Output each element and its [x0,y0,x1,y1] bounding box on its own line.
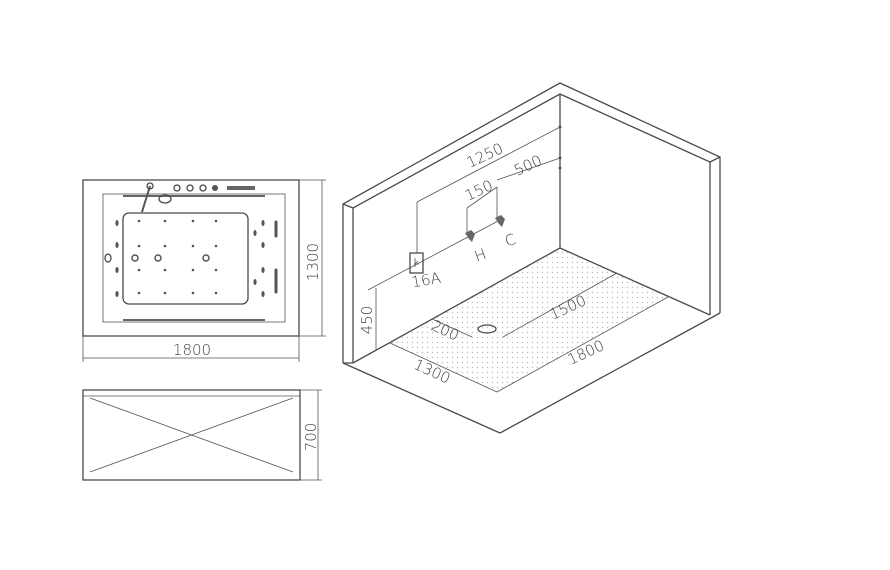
control-panel [227,186,255,190]
jet [191,291,195,295]
socket-label: 16A [410,269,442,292]
cold-water-valve-icon [495,215,505,227]
jet [137,219,141,223]
control-knob [199,184,207,192]
hand-shower-icon [158,194,172,204]
control-knob [186,184,194,192]
side-jet [261,291,265,297]
side-jet [261,220,265,226]
jet [214,244,218,248]
jet [191,244,195,248]
dim-500: 500 [511,151,545,179]
drain-overflow [104,253,112,263]
electrical-socket-icon [409,252,424,274]
tub-footprint [390,248,668,392]
jets [115,219,278,297]
side-jet [115,267,119,273]
tub-basin [122,212,249,305]
side-jet [115,220,119,226]
side-jet [253,230,257,236]
height-label: 700 [302,423,320,452]
jet [137,291,141,295]
jet [163,219,167,223]
side-jet [253,279,257,285]
depth-label: 1300 [304,243,322,281]
jet [163,268,167,272]
jet [163,244,167,248]
tub-outer-outline [82,179,300,337]
jet [202,254,210,262]
top-view: 1300 1800 [82,179,326,362]
hot-label: H [472,245,489,266]
jet [154,254,162,262]
faucet-controls [141,182,255,213]
jet [214,268,218,272]
jet [163,291,167,295]
jet [214,219,218,223]
jet [191,268,195,272]
cold-label: C [502,230,518,251]
control-knob [212,185,218,191]
width-label: 1800 [173,341,211,359]
tub-side-outline [82,389,301,481]
jet [137,268,141,272]
jet [214,291,218,295]
control-knob [173,184,181,192]
side-jet [115,291,119,297]
jet [131,254,139,262]
side-jet [115,242,119,248]
dim-450: 450 [358,306,376,335]
drain-icon [477,324,497,334]
side-view: 700 [82,389,322,481]
jet [191,219,195,223]
dim-150: 150 [462,176,496,204]
side-jet [261,267,265,273]
side-jet [261,242,265,248]
hot-water-valve-icon [465,230,475,242]
tub-inner-rim [102,193,286,323]
jet [137,244,141,248]
room-view: 1250 500 150 450 200 1500 1800 1300 16A … [342,82,721,434]
